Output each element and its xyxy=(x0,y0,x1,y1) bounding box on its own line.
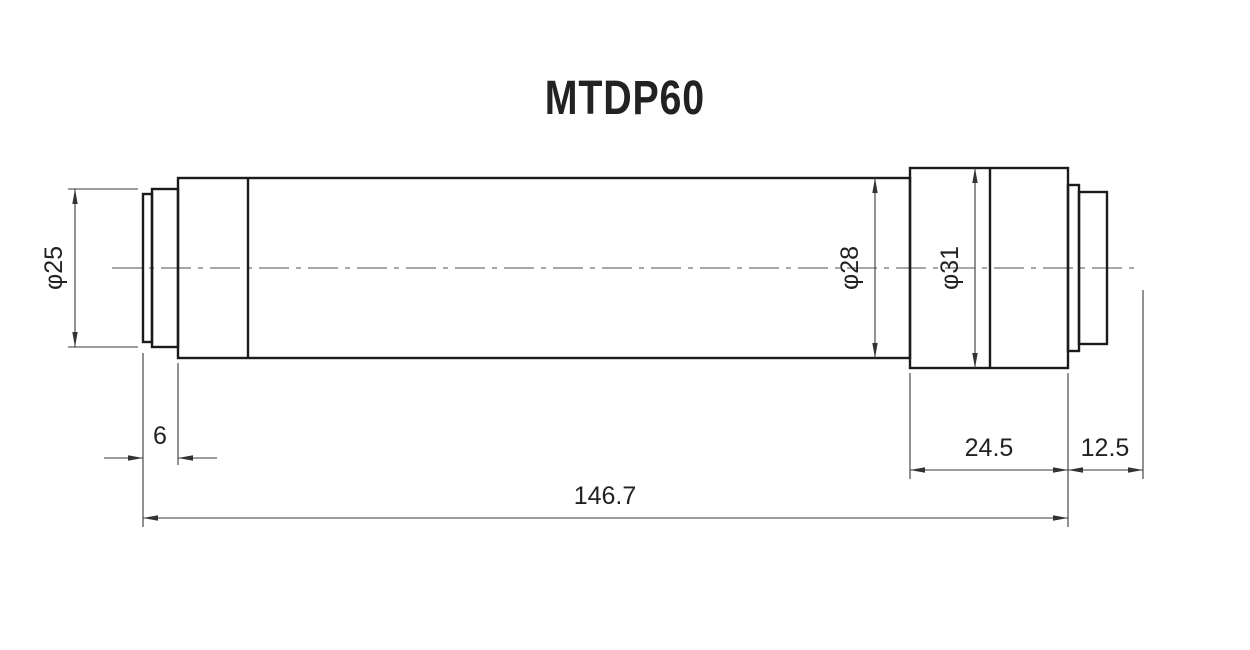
dim-dia-collar: φ31 xyxy=(936,168,978,368)
drawing-title-group: MTDP60 xyxy=(545,71,705,125)
arrowhead xyxy=(972,168,978,183)
dim-collar-length: 24.5 xyxy=(909,373,1069,527)
arrowhead xyxy=(72,332,78,347)
arrowhead xyxy=(1128,467,1143,473)
dim-rear-length: 12.5 xyxy=(1068,290,1144,479)
arrowhead xyxy=(1053,467,1068,473)
dim-overall-length: 146.7 xyxy=(143,482,1068,521)
arrowhead xyxy=(178,455,193,461)
dim-label-front-length: 6 xyxy=(153,422,167,450)
dim-dia-body: φ28 xyxy=(836,178,878,358)
arrowhead xyxy=(1053,515,1068,521)
dim-label-overall-length: 146.7 xyxy=(574,482,637,510)
dim-label-collar-length: 24.5 xyxy=(965,434,1014,462)
arrowhead xyxy=(1068,467,1083,473)
arrowhead xyxy=(128,455,143,461)
dim-front-length: 6 xyxy=(104,353,217,527)
drawing-title: MTDP60 xyxy=(545,71,705,125)
arrowhead xyxy=(910,467,925,473)
arrowhead xyxy=(143,515,158,521)
arrowhead xyxy=(72,189,78,204)
dim-dia-front: φ25 xyxy=(40,188,138,348)
arrowhead xyxy=(872,343,878,358)
dim-label-dia-body: φ28 xyxy=(836,246,864,290)
dim-label-dia-front: φ25 xyxy=(40,246,68,290)
part-outline xyxy=(141,166,1109,370)
arrowhead xyxy=(872,178,878,193)
dim-label-dia-collar: φ31 xyxy=(936,246,964,290)
rear-cap xyxy=(1077,190,1109,346)
arrowhead xyxy=(972,353,978,368)
dim-label-rear-length: 12.5 xyxy=(1081,434,1130,462)
